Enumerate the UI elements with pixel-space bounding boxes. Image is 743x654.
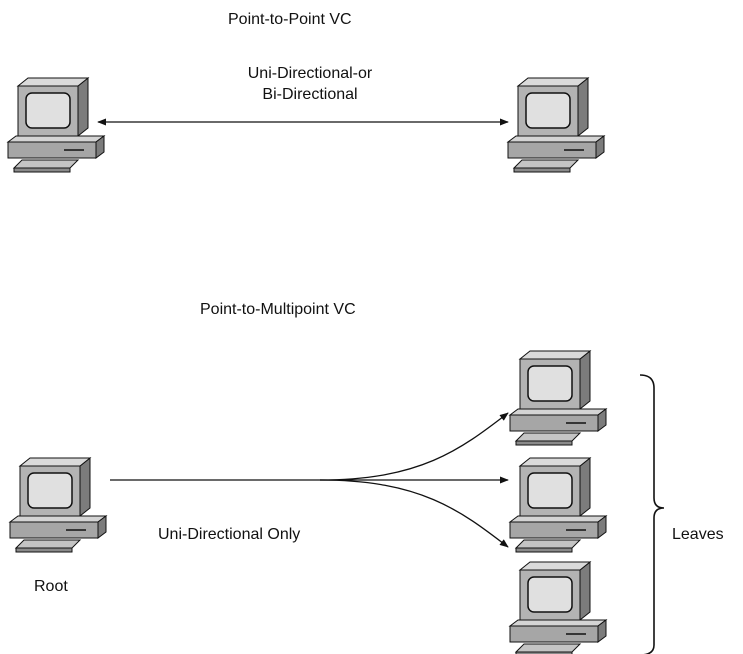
computer-icon	[509, 457, 607, 553]
computer-icon	[9, 457, 107, 553]
computer-icon	[509, 350, 607, 446]
root-label: Root	[34, 578, 68, 595]
link-direction-label-line1: Uni-Directional-or	[247, 65, 373, 82]
point-to-point-title: Point-to-Point VC	[228, 11, 352, 28]
uni-directional-label: Uni-Directional Only	[158, 526, 301, 543]
computer-icon	[7, 77, 105, 173]
computer-icon	[509, 561, 607, 654]
leaves-brace	[639, 374, 665, 654]
computer-icon	[507, 77, 605, 173]
point-to-multipoint-title: Point-to-Multipoint VC	[200, 301, 356, 318]
leaf-branch-upper	[319, 412, 509, 481]
leaves-label: Leaves	[672, 526, 724, 543]
leaf-branch-lower	[319, 479, 509, 548]
link-direction-label-line2: Bi-Directional	[262, 86, 358, 103]
